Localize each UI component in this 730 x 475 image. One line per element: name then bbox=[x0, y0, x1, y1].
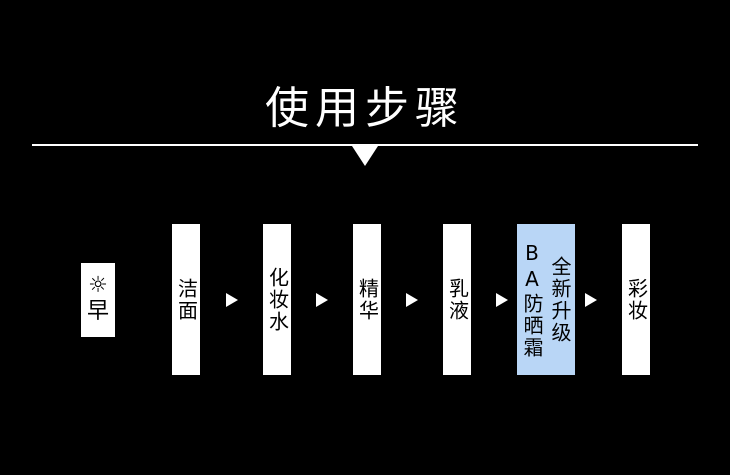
step-label: 化妆水 bbox=[265, 266, 290, 333]
arrow-icon bbox=[316, 293, 328, 307]
step-cleanser: 洁面 bbox=[172, 224, 200, 375]
title-divider bbox=[32, 144, 698, 146]
step-label: 乳液 bbox=[445, 277, 470, 322]
step-label-product: BA防晒霜 bbox=[520, 240, 544, 359]
page-title: 使用步骤 bbox=[265, 83, 465, 134]
step-lotion: 乳液 bbox=[443, 224, 471, 375]
step-toner: 化妆水 bbox=[263, 224, 291, 375]
morning-badge: ☼ 早 bbox=[81, 263, 115, 337]
sun-icon: ☼ bbox=[88, 273, 108, 298]
step-makeup: 彩妆 bbox=[622, 224, 650, 375]
arrow-icon bbox=[226, 293, 238, 307]
arrow-icon bbox=[496, 293, 508, 307]
morning-label: 早 bbox=[86, 299, 109, 324]
down-pointer-icon bbox=[352, 146, 378, 166]
step-essence: 精华 bbox=[353, 224, 381, 375]
arrow-icon bbox=[585, 293, 597, 307]
step-label: 彩妆 bbox=[624, 277, 649, 322]
arrow-icon bbox=[406, 293, 418, 307]
step-sunscreen: 全新升级 BA防晒霜 bbox=[517, 224, 575, 375]
step-label-upgrade: 全新升级 bbox=[548, 255, 572, 344]
step-label: 精华 bbox=[355, 277, 380, 322]
step-label: 洁面 bbox=[174, 277, 199, 322]
